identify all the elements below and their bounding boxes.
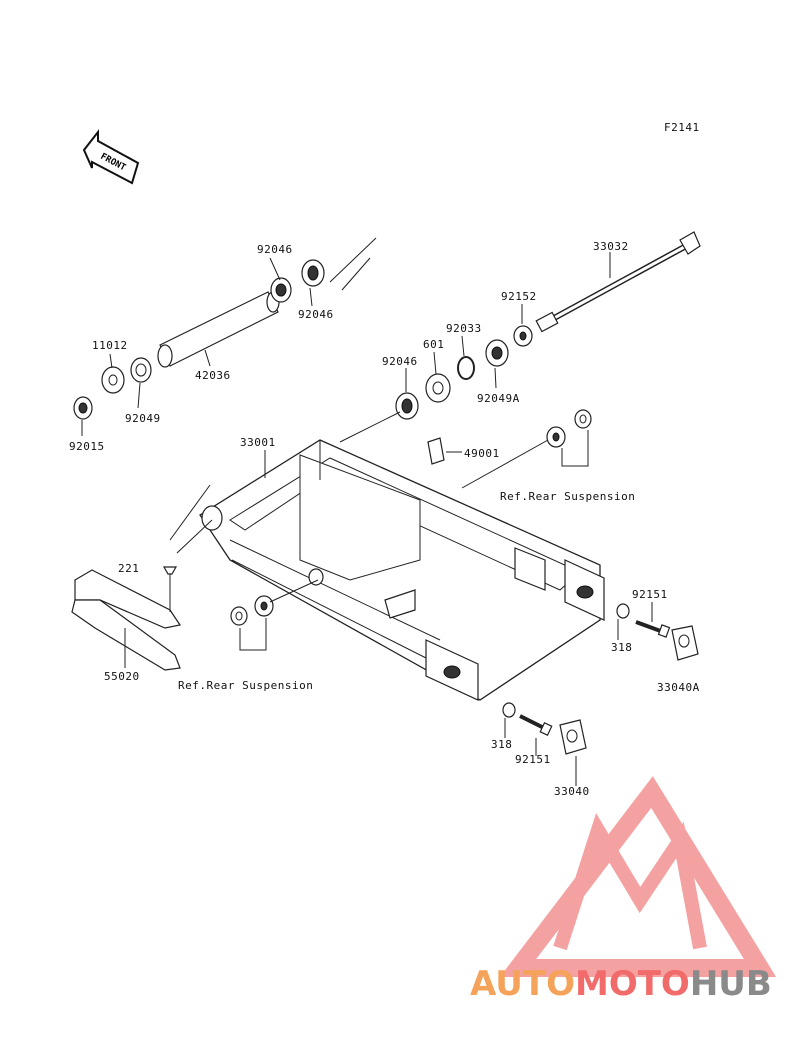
label-92151-a: 92151 [632, 588, 668, 601]
nut-318-lower [502, 702, 516, 718]
watermark-auto: AUTO [470, 964, 575, 1004]
bushing-left-1 [230, 606, 248, 626]
bushing-right-1 [546, 426, 566, 448]
label-92033: 92033 [446, 322, 482, 335]
label-11012: 11012 [92, 339, 128, 352]
label-601: 601 [423, 338, 444, 351]
adjuster-block-33040A [671, 625, 699, 661]
watermark-moto: MOTO [575, 964, 690, 1004]
label-33032: 33032 [593, 240, 629, 253]
label-221: 221 [118, 562, 139, 575]
chain-slipper-55020 [71, 569, 181, 671]
adjuster-block-33040 [559, 719, 587, 755]
nut-318-upper [616, 603, 630, 619]
seal-92049A [485, 339, 509, 367]
bushing-right-2 [574, 409, 592, 429]
bolt-92151-upper [635, 620, 671, 638]
screw-221 [162, 566, 178, 575]
bushing-left-2 [254, 595, 274, 617]
washer-11012 [101, 366, 125, 394]
bolt-92151-lower [519, 714, 553, 737]
label-92015: 92015 [69, 440, 105, 453]
label-318-a: 318 [611, 641, 632, 654]
label-92049A: 92049A [477, 392, 520, 405]
label-33040: 33040 [554, 785, 590, 798]
label-92046-c: 92046 [382, 355, 418, 368]
label-42036: 42036 [195, 369, 231, 382]
collar-92152 [513, 325, 533, 347]
bearing-92046-upper-1 [270, 277, 292, 303]
front-arrow-icon: FRONT [82, 129, 140, 185]
label-92151-b: 92151 [515, 753, 551, 766]
ref-rear-suspension-left: Ref.Rear Suspension [178, 679, 313, 692]
ref-rear-suspension-right: Ref.Rear Suspension [500, 490, 635, 503]
label-92049: 92049 [125, 412, 161, 425]
watermark-text: AUTOMOTOHUB [470, 964, 772, 1004]
label-49001: 49001 [464, 447, 500, 460]
swingarm-33001 [199, 439, 605, 701]
label-33001: 33001 [240, 436, 276, 449]
bearing-601 [425, 373, 451, 403]
bearing-92046-upper-2 [301, 259, 325, 287]
label-33040A: 33040A [657, 681, 700, 694]
pivot-collar-42036 [157, 291, 280, 368]
pivot-shaft-33032 [535, 231, 701, 333]
bearing-92046-lower [395, 392, 419, 420]
figure-code: F2141 [664, 121, 700, 134]
seal-92049 [130, 357, 152, 383]
watermark-hub: HUB [690, 964, 772, 1004]
label-92046-b: 92046 [298, 308, 334, 321]
grease-nipple-49001 [427, 437, 445, 465]
label-55020: 55020 [104, 670, 140, 683]
automotohub-logo-icon [499, 776, 777, 977]
label-92152: 92152 [501, 290, 537, 303]
label-92046-a: 92046 [257, 243, 293, 256]
nut-92015 [73, 396, 93, 420]
circlip-92033 [457, 356, 475, 380]
label-318-b: 318 [491, 738, 512, 751]
